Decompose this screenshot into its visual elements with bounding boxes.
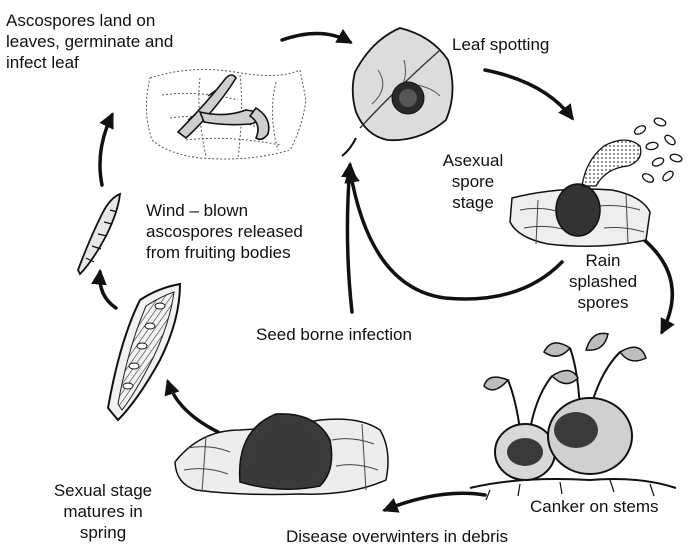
arrow-rain-to-canker	[642, 238, 672, 332]
arrow-seed-borne	[347, 165, 352, 312]
pycnidium-illustration	[510, 117, 683, 247]
cankered-plants-illustration	[470, 333, 676, 500]
label-canker-on-stems: Canker on stems	[530, 496, 659, 517]
ascus-illustration	[108, 284, 180, 420]
arrow-sexual-to-wind	[100, 272, 116, 308]
label-ascospores-land: Ascospores land on leaves, germinate and…	[6, 10, 173, 73]
label-disease-overwinters: Disease overwinters in debris	[286, 526, 508, 547]
label-wind-blown-ascospores: Wind – blown ascospores released from fr…	[146, 200, 303, 263]
arrow-debris-to-sexual	[168, 382, 218, 432]
germinating-ascospores-illustration	[146, 70, 306, 159]
leaf-spot-illustration	[342, 28, 453, 156]
arrow-leafspot-to-asexual	[485, 70, 572, 118]
ascospore-illustration	[78, 194, 120, 274]
arrow-wind-to-ascospores	[100, 115, 112, 185]
arrow-canker-to-debris	[385, 493, 485, 510]
label-asexual-spore-stage: Asexual spore stage	[436, 150, 510, 213]
label-sexual-stage: Sexual stage matures in spring	[18, 480, 188, 543]
arrow-infect-to-leafspot	[282, 33, 350, 42]
label-seed-borne-infection: Seed borne infection	[256, 324, 412, 345]
label-leaf-spotting: Leaf spotting	[452, 34, 549, 55]
label-rain-splashed-spores: Rain splashed spores	[568, 250, 638, 313]
